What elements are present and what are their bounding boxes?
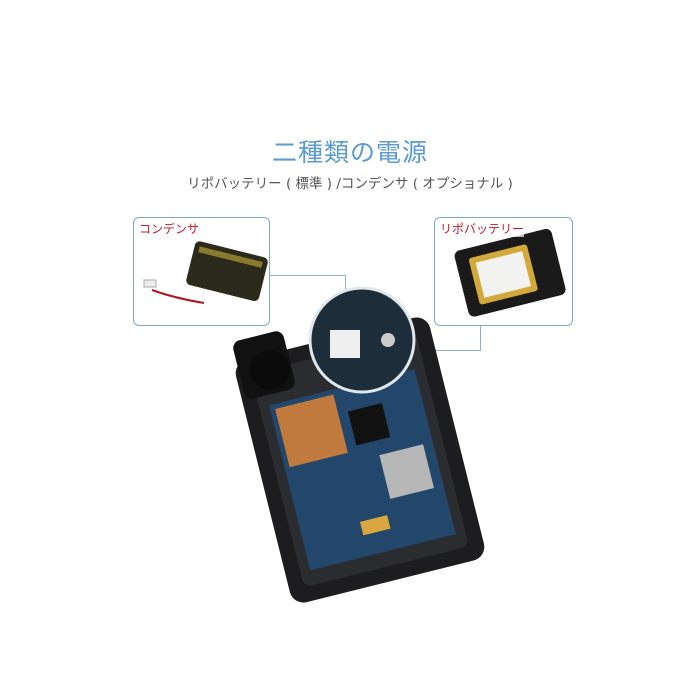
lipo-battery-image bbox=[454, 228, 566, 317]
callout-capacitor-label: コンデンサ bbox=[139, 222, 200, 236]
capacitor-image bbox=[143, 241, 268, 304]
callout-capacitor: コンデンサ bbox=[133, 217, 270, 326]
page-subtitle: リポバッテリー ( 標準 ) /コンデンサ ( オプショナル ) bbox=[187, 176, 513, 192]
connector-line-right-h bbox=[405, 350, 481, 351]
callout-lipo-battery: リポバッテリー bbox=[434, 217, 573, 326]
callout-lipo-battery-label: リポバッテリー bbox=[440, 220, 525, 237]
page-title: 二種類の電源 bbox=[271, 138, 428, 167]
connector-line-left-h bbox=[269, 275, 345, 276]
connector-line-right-v bbox=[480, 325, 481, 350]
